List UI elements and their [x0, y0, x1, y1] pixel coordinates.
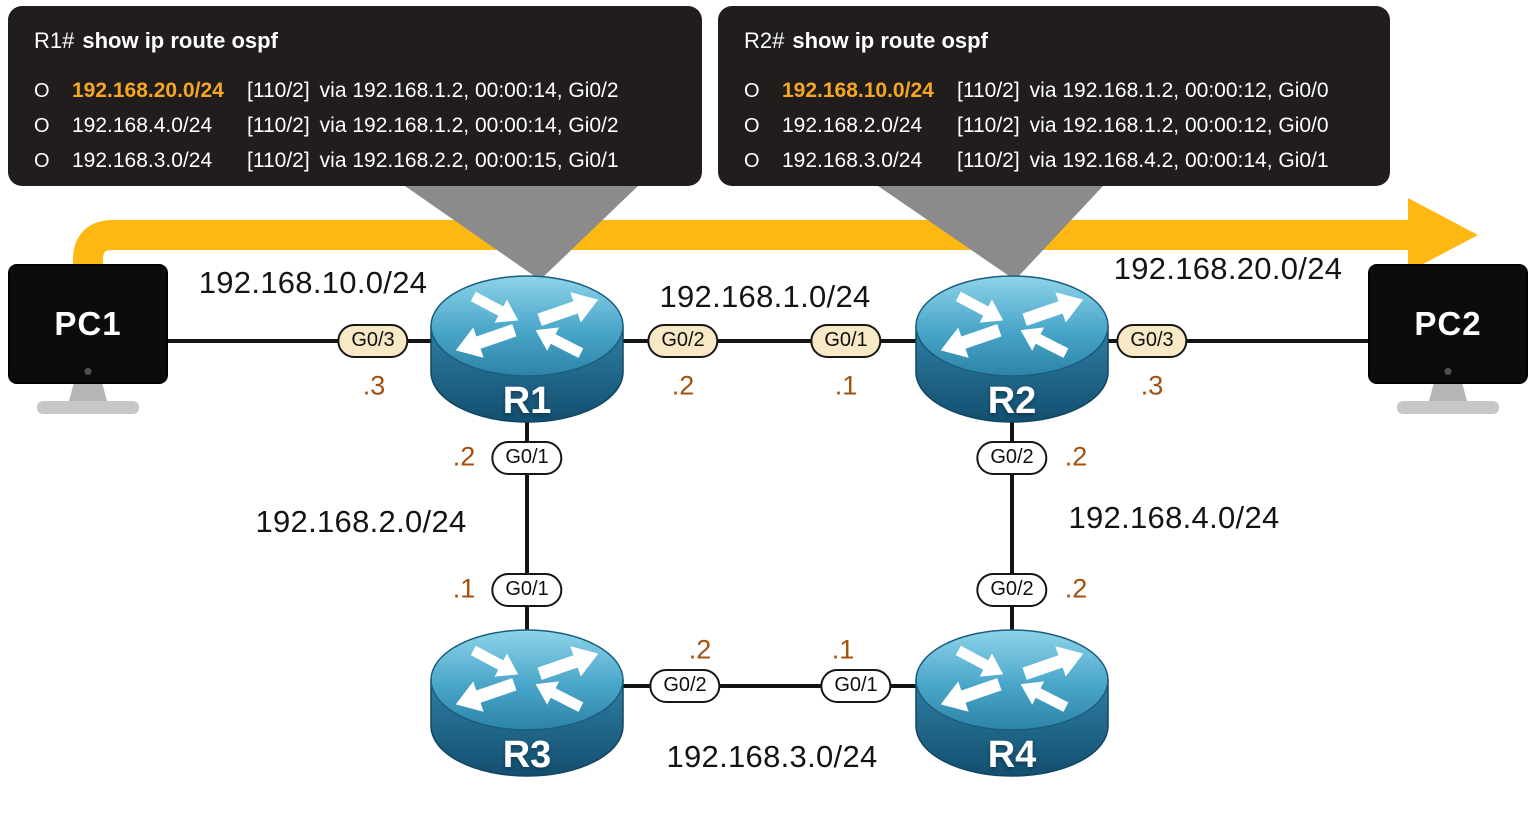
pc1-label: PC1	[54, 305, 122, 342]
device-pc1: PC1	[8, 264, 168, 414]
route-row: O 192.168.3.0/24 [110/2] via 192.168.2.2…	[34, 146, 676, 176]
ip-octet-r1-to-r2: .2	[671, 370, 695, 401]
interface-pill-r4-to-r2: G0/2	[976, 573, 1048, 607]
monitor-stand-base	[37, 401, 139, 414]
network-label-r1-r2: 192.168.1.0/24	[659, 279, 871, 314]
r3-label: R3	[502, 734, 552, 776]
r4-label: R4	[987, 734, 1037, 776]
network-label-r3-r4: 192.168.3.0/24	[666, 739, 878, 774]
ip-octet-r3-to-r4: .2	[688, 634, 712, 665]
network-label-r2-pc2: 192.168.20.0/24	[1113, 251, 1343, 286]
route-metric: [110/2]	[247, 149, 310, 172]
route-row: O 192.168.20.0/24 [110/2] via 192.168.1.…	[34, 76, 676, 106]
route-row: O 192.168.4.0/24 [110/2] via 192.168.1.2…	[34, 111, 676, 141]
console-r2-header: R2# show ip route ospf	[744, 28, 1364, 54]
console-r2-prompt: R2#	[744, 28, 785, 53]
ip-octet-r4-to-r2: .2	[1064, 573, 1088, 604]
interface-pill-r2-pc2: G0/3	[1116, 324, 1188, 358]
route-metric: [110/2]	[957, 79, 1020, 102]
route-row: O 192.168.2.0/24 [110/2] via 192.168.1.2…	[744, 111, 1364, 141]
route-network: 192.168.3.0/24	[782, 149, 923, 172]
callout-pointer-r1	[405, 186, 638, 280]
route-row: O 192.168.3.0/24 [110/2] via 192.168.4.2…	[744, 146, 1364, 176]
console-r2: R2# show ip route ospf O 192.168.10.0/24 …	[718, 6, 1390, 186]
route-detail: via 192.168.1.2, 00:00:12, Gi0/0	[1029, 79, 1329, 102]
route-network: 192.168.3.0/24	[72, 149, 213, 172]
network-label-pc1-r1: 192.168.10.0/24	[198, 265, 428, 300]
console-r1-prompt: R1#	[34, 28, 75, 53]
network-label-r1-r3: 192.168.2.0/24	[255, 504, 467, 539]
computer-monitor-icon: PC1	[8, 264, 168, 384]
route-detail: via 192.168.1.2, 00:00:12, Gi0/0	[1029, 114, 1329, 137]
console-r1-routes: O 192.168.20.0/24 [110/2] via 192.168.1.…	[34, 76, 676, 176]
route-metric: [110/2]	[247, 79, 310, 102]
device-pc2: PC2	[1368, 264, 1528, 414]
pc2-label: PC2	[1414, 305, 1482, 342]
ip-octet-r2-to-r4: .2	[1064, 441, 1088, 472]
monitor-stand-neck	[69, 384, 107, 401]
callout-pointer-r2	[878, 186, 1103, 280]
console-r2-command: show ip route ospf	[792, 28, 988, 53]
monitor-power-dot	[1444, 368, 1452, 375]
route-metric: [110/2]	[247, 114, 310, 137]
route-metric: [110/2]	[957, 149, 1020, 172]
route-code: O	[744, 150, 760, 172]
console-r1-header: R1# show ip route ospf	[34, 28, 676, 54]
monitor-power-dot	[84, 368, 92, 375]
route-network: 192.168.4.0/24	[72, 114, 213, 137]
computer-monitor-icon: PC2	[1368, 264, 1528, 384]
interface-pill-r1-to-r2: G0/2	[647, 324, 719, 358]
interface-pill-r3-to-r1: G0/1	[491, 573, 563, 607]
interface-pill-r2-to-r4: G0/2	[976, 441, 1048, 475]
r1-label: R1	[502, 380, 552, 422]
traffic-flow-arrow-head	[1408, 198, 1478, 272]
device-r3: R3	[427, 622, 627, 782]
ip-octet-r3-to-r1: .1	[452, 573, 476, 604]
console-r1: R1# show ip route ospf O 192.168.20.0/24 …	[8, 6, 702, 186]
monitor-stand-base	[1397, 401, 1499, 414]
traffic-flow-arrow	[73, 220, 1412, 300]
interface-pill-r3-to-r4: G0/2	[649, 669, 721, 703]
route-code: O	[34, 150, 50, 172]
route-network: 192.168.20.0/24	[72, 79, 224, 102]
route-detail: via 192.168.1.2, 00:00:14, Gi0/2	[319, 114, 619, 137]
console-r1-command: show ip route ospf	[82, 28, 278, 53]
route-code: O	[744, 80, 760, 102]
device-r1: R1	[427, 268, 627, 428]
ip-octet-r2-to-r1: .1	[834, 370, 858, 401]
route-detail: via 192.168.4.2, 00:00:14, Gi0/1	[1029, 149, 1329, 172]
ip-octet-r2-pc2: .3	[1140, 370, 1164, 401]
interface-pill-r1-to-r3: G0/1	[491, 441, 563, 475]
route-row: O 192.168.10.0/24 [110/2] via 192.168.1.…	[744, 76, 1364, 106]
route-code: O	[744, 115, 760, 137]
r2-label: R2	[987, 380, 1037, 422]
device-r4: R4	[912, 622, 1112, 782]
device-r2: R2	[912, 268, 1112, 428]
route-detail: via 192.168.2.2, 00:00:15, Gi0/1	[319, 149, 619, 172]
ip-octet-r1-to-r3: .2	[452, 441, 476, 472]
interface-pill-r4-to-r3: G0/1	[820, 669, 892, 703]
route-metric: [110/2]	[957, 114, 1020, 137]
console-r2-routes: O 192.168.10.0/24 [110/2] via 192.168.1.…	[744, 76, 1364, 176]
ip-octet-r4-to-r3: .1	[831, 634, 855, 665]
interface-pill-pc1-r1: G0/3	[337, 324, 409, 358]
route-detail: via 192.168.1.2, 00:00:14, Gi0/2	[319, 79, 619, 102]
route-network: 192.168.10.0/24	[782, 79, 934, 102]
route-code: O	[34, 80, 50, 102]
monitor-stand-neck	[1429, 384, 1467, 401]
network-label-r2-r4: 192.168.4.0/24	[1068, 500, 1280, 535]
ip-octet-pc1-r1: .3	[362, 370, 386, 401]
interface-pill-r2-to-r1: G0/1	[810, 324, 882, 358]
route-code: O	[34, 115, 50, 137]
route-network: 192.168.2.0/24	[782, 114, 923, 137]
